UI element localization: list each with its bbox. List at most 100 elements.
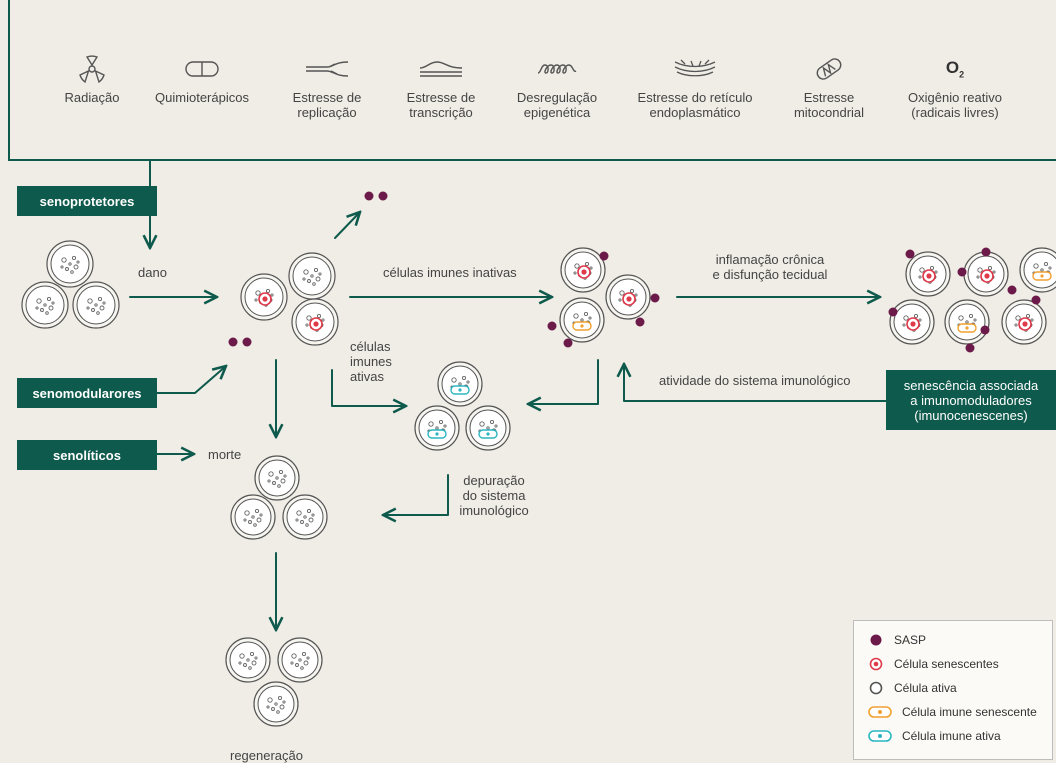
legend-label: Célula senescentes: [894, 657, 999, 671]
active-cell: [253, 681, 299, 727]
active-immune-cell: [437, 361, 483, 407]
senoprotetores-tag: senoprotetores: [17, 186, 157, 216]
stressor-label-line: Desregulação: [516, 90, 598, 105]
depuracao-line-2: do sistema: [462, 488, 526, 503]
inflamacao-label: inflamação crônica e disfunção tecidual: [700, 252, 840, 282]
sasp-dot: [965, 343, 975, 353]
active-cell: [21, 281, 69, 329]
senescent-cell-icon: [869, 657, 883, 671]
legend-label: Célula imune senescente: [902, 705, 1037, 719]
active-immune-cell: [465, 405, 511, 451]
sasp-dot: [635, 317, 645, 327]
sasp-dot: [563, 338, 573, 348]
senomoduladores-tag: senomodularores: [17, 378, 157, 408]
imuno-line-3: (imunocenescenes): [914, 407, 1028, 423]
atividade-label: atividade do sistema imunológico: [659, 373, 851, 388]
stressor-label: Oxigênio reativo(radicais livres): [895, 90, 1015, 120]
sasp-dot: [981, 247, 991, 257]
arrow-atividade: [624, 364, 887, 402]
senescent-cell: [1001, 299, 1047, 345]
senescent-cell: [889, 299, 935, 345]
depuracao-line-3: imunológico: [459, 503, 529, 518]
imuno-line-1: senescência associada: [903, 377, 1039, 393]
active-immune-cell: [414, 405, 460, 451]
sasp-dot: [242, 337, 252, 347]
chromatin-icon: [497, 52, 617, 86]
legend-item-active-immune: Célula imune ativa: [868, 729, 1001, 743]
sasp-dot: [228, 337, 238, 347]
senoliticos-tag: senolíticos: [17, 440, 157, 470]
stressor-label-line: Oxigênio reativo: [908, 90, 1002, 105]
senescent-immune-cell-icon: [868, 706, 892, 718]
stressor-label: Radiação: [32, 90, 152, 105]
ativas-line-2: imunes: [350, 354, 392, 369]
sasp-dot: [547, 321, 557, 331]
legend: SASP Célula senescentes Célula ativa Cél…: [853, 620, 1053, 760]
stressor-label-line: Estresse de: [406, 90, 476, 105]
stressor-item: Radiação: [32, 0, 152, 105]
legend-label: Célula imune ativa: [902, 729, 1001, 743]
legend-label: Célula ativa: [894, 681, 957, 695]
mitochondria-icon: [769, 52, 889, 86]
sasp-dot: [599, 251, 609, 261]
legend-item-senescent: Célula senescentes: [868, 657, 999, 671]
stressor-label-line: mitocondrial: [793, 105, 865, 120]
depuracao-line-1: depuração: [463, 473, 525, 488]
stressor-label-line: replicação: [297, 105, 357, 120]
regeneracao-label: regeneração: [230, 748, 303, 763]
arrow-ativas: [331, 369, 406, 406]
active-cell: [288, 252, 336, 300]
imunomoduladores-tag: senescência associada a imunomoduladores…: [886, 370, 1056, 430]
stressor-label-line: Estresse: [803, 90, 855, 105]
sasp-dot: [650, 293, 660, 303]
stressor-label-line: Radiação: [64, 90, 120, 105]
radiation-icon: [32, 52, 152, 86]
sasp-dot: [888, 307, 898, 317]
senescent-cell: [905, 251, 951, 297]
sasp-icon: [870, 634, 882, 646]
inflamacao-line-2: e disfunção tecidual: [712, 267, 828, 282]
senescent-cell: [605, 274, 651, 320]
legend-item-senescent-immune: Célula imune senescente: [868, 705, 1037, 719]
depuracao-label: depuração do sistema imunológico: [458, 473, 530, 518]
transcription-icon: [381, 52, 501, 86]
arrow-depuracao: [383, 474, 449, 515]
senescent-immune-cell: [1019, 247, 1056, 293]
sasp-dot: [1007, 285, 1017, 295]
senescent-cell: [560, 247, 606, 293]
legend-label: SASP: [894, 633, 927, 647]
pill-icon: [142, 52, 262, 86]
active-cell: [230, 494, 276, 540]
ativas-line-1: células: [350, 339, 391, 354]
arrow-sasp-up: [334, 212, 360, 239]
dano-label: dano: [138, 265, 167, 280]
senescent-cell: [240, 273, 288, 321]
stressor-label-line: Estresse de: [292, 90, 362, 105]
active-cell: [282, 494, 328, 540]
oxygen-icon: O2: [945, 58, 965, 80]
stressor-label-line: transcrição: [409, 105, 473, 120]
endoplasmic-reticulum-icon: [635, 52, 755, 86]
active-cell-icon: [869, 681, 883, 695]
stressor-label: Quimioterápicos: [142, 90, 262, 105]
stressor-label-line: endoplasmático: [649, 105, 741, 120]
senescent-cell: [963, 251, 1009, 297]
imuno-line-2: a imunomoduladores: [910, 392, 1032, 408]
legend-item-sasp: SASP: [868, 633, 926, 647]
stressor-label-line: Estresse do retículo: [637, 90, 753, 105]
active-cell: [277, 637, 323, 683]
sasp-dot: [378, 191, 388, 201]
senescent-cell: [291, 298, 339, 346]
stressor-panel: [8, 0, 1056, 161]
ativas-label: células imunes ativas: [350, 339, 392, 384]
